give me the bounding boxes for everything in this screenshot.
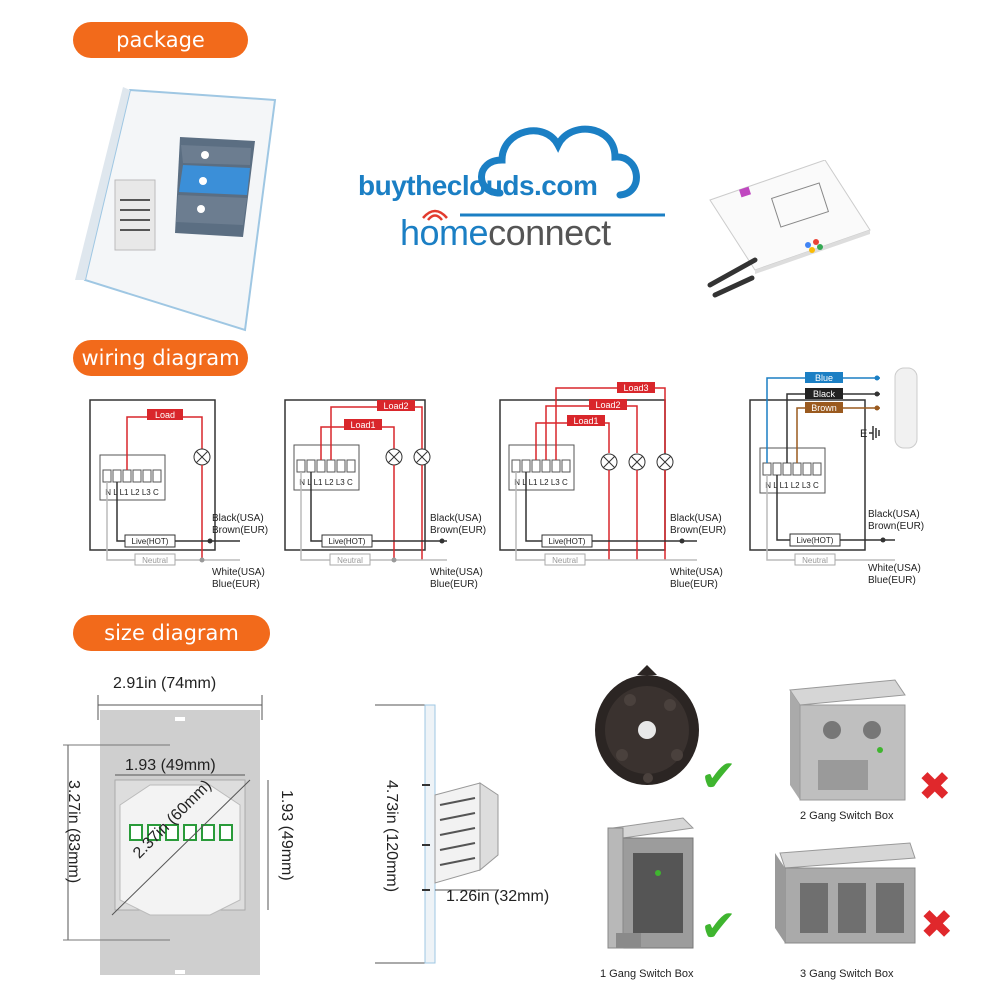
inner-width-dimension: 1.93 (49mm)	[125, 757, 216, 774]
one-gang-caption: 1 Gang Switch Box	[600, 968, 694, 980]
neutral-label-2: Blue(EUR)	[212, 579, 260, 590]
wiring-diagram-1: N L L1 L2 L3 C Load Live(HOT) Neutral	[89, 399, 240, 566]
side-size-drawing	[375, 704, 499, 964]
three-gang-box-image	[775, 842, 916, 944]
section-package-label: package	[73, 22, 248, 58]
hot-label-1: Black(USA)	[670, 513, 722, 524]
wifi-icon	[422, 209, 448, 221]
wiring-diagram-2: N L L1 L2 L3 C Load1 Load2 Live(HOT) Neu…	[284, 399, 447, 566]
cross-mark-icon: ✖	[918, 765, 952, 809]
round-box-image	[595, 665, 699, 785]
two-gang-caption: 2 Gang Switch Box	[800, 810, 894, 822]
brand-name-prefix: h	[400, 212, 420, 253]
section-size-label: size diagram	[73, 615, 270, 651]
wiring-diagram-3: N L L1 L2 L3 C Load1 Load2 Load3 Live(HO…	[499, 382, 697, 566]
neutral-label-1: White(USA)	[430, 567, 483, 578]
live-label: Live(HOT)	[797, 536, 834, 545]
wire-label-brown: Brown	[811, 403, 837, 413]
neutral-label: Neutral	[337, 556, 363, 565]
terminal-labels: N L L1 L2 L3 C	[765, 481, 819, 490]
neutral-label-2: Blue(EUR)	[430, 579, 478, 590]
two-gang-box-image	[789, 679, 906, 801]
neutral-label: Neutral	[802, 556, 828, 565]
neutral-label-2: Blue(EUR)	[868, 575, 916, 586]
load-label: Load2	[595, 400, 620, 410]
load-label: Load1	[573, 416, 598, 426]
hot-label-2: Brown(EUR)	[430, 525, 487, 536]
hot-label-2: Brown(EUR)	[670, 525, 727, 536]
live-label: Live(HOT)	[132, 537, 169, 546]
height-dimension: 3.27in (83mm)	[65, 780, 82, 884]
earth-label: E	[860, 428, 867, 440]
check-mark-icon: ✔	[700, 752, 737, 801]
neutral-label: Neutral	[142, 556, 168, 565]
neutral-label-1: White(USA)	[670, 567, 723, 578]
cross-mark-icon: ✖	[920, 903, 954, 947]
hot-label-1: Black(USA)	[868, 509, 920, 520]
side-height-dimension: 4.73in (120mm)	[383, 780, 400, 893]
three-gang-caption: 3 Gang Switch Box	[800, 968, 894, 980]
neutral-label: Neutral	[552, 556, 578, 565]
depth-dimension: 1.26in (32mm)	[446, 888, 550, 905]
front-size-drawing	[63, 695, 269, 975]
hot-label-2: Brown(EUR)	[868, 521, 925, 532]
live-label: Live(HOT)	[549, 537, 586, 546]
switch-product-image	[75, 87, 277, 332]
neutral-label-1: White(USA)	[868, 563, 921, 574]
check-mark-icon: ✔	[700, 902, 737, 951]
cloud-logo-icon	[460, 125, 665, 217]
inner-height-dimension: 1.93 (49mm)	[278, 790, 295, 881]
hot-label-2: Brown(EUR)	[212, 525, 269, 536]
load-label: Load	[155, 410, 175, 420]
wire-label-blue: Blue	[815, 373, 833, 383]
brand-name-suffix: connect	[488, 212, 611, 253]
hot-label-1: Black(USA)	[212, 513, 264, 524]
load-label: Load2	[383, 401, 408, 411]
load-label: Load3	[623, 383, 648, 393]
hot-label-1: Black(USA)	[430, 513, 482, 524]
live-label: Live(HOT)	[329, 537, 366, 546]
manual-and-screws-image	[707, 160, 871, 298]
wire-label-black: Black	[813, 389, 836, 399]
terminal-labels: N L L1 L2 L3 C	[514, 478, 568, 487]
neutral-label-1: White(USA)	[212, 567, 265, 578]
terminal-labels: N L L1 L2 L3 C	[105, 488, 159, 497]
wiring-diagram-4: N L L1 L2 L3 C Blue Black Brown E Live(H…	[749, 367, 918, 566]
terminal-labels: N L L1 L2 L3 C	[299, 478, 353, 487]
load-label: Load1	[350, 420, 375, 430]
one-gang-box-image	[607, 817, 695, 949]
brand-site: buytheclouds.com	[358, 170, 598, 201]
width-dimension: 2.91in (74mm)	[113, 675, 217, 692]
neutral-label-2: Blue(EUR)	[670, 579, 718, 590]
brand-name: homeconnect	[400, 212, 611, 254]
section-wiring-label: wiring diagram	[73, 340, 248, 376]
brand-name-accent: ome	[419, 212, 489, 253]
